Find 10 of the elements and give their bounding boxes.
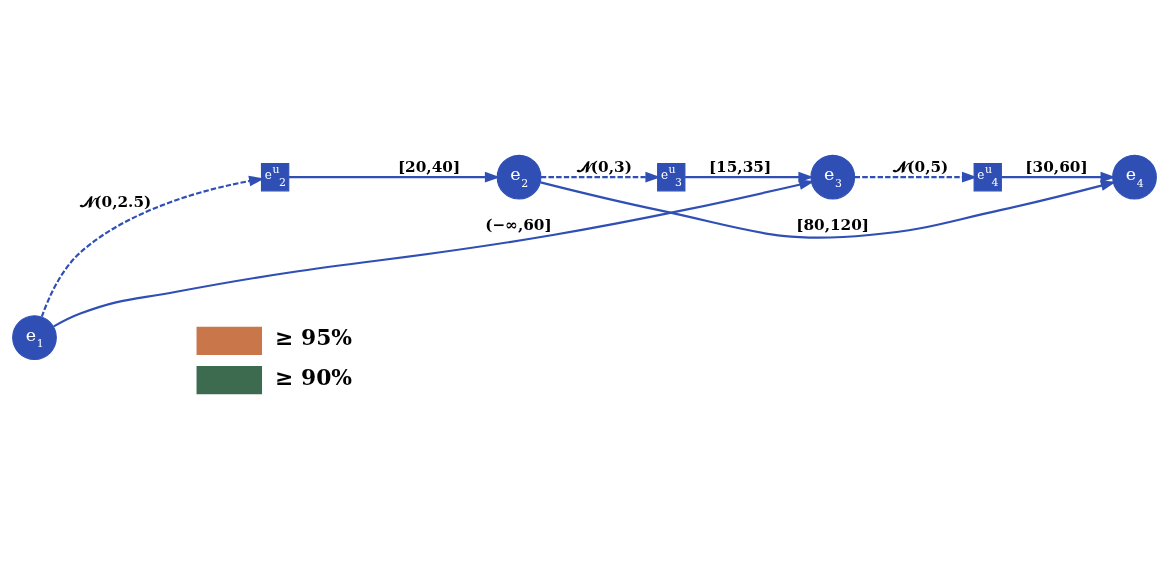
- edge-label: (−∞,60]: [485, 215, 552, 234]
- edge-label: [80,120]: [796, 215, 870, 234]
- legend-label: ≥ 95%: [275, 325, 353, 351]
- edge-label: [15,35]: [708, 157, 772, 176]
- legend-label: ≥ 90%: [275, 364, 353, 390]
- edge-label: 𝓝(0,3): [576, 157, 632, 176]
- edge-label: 𝓝(0,2.5): [80, 192, 152, 211]
- edge-label: [30,60]: [1025, 157, 1088, 176]
- edge-label: 𝓝(0,5): [893, 157, 949, 176]
- edge-label: [20,40]: [397, 157, 461, 176]
